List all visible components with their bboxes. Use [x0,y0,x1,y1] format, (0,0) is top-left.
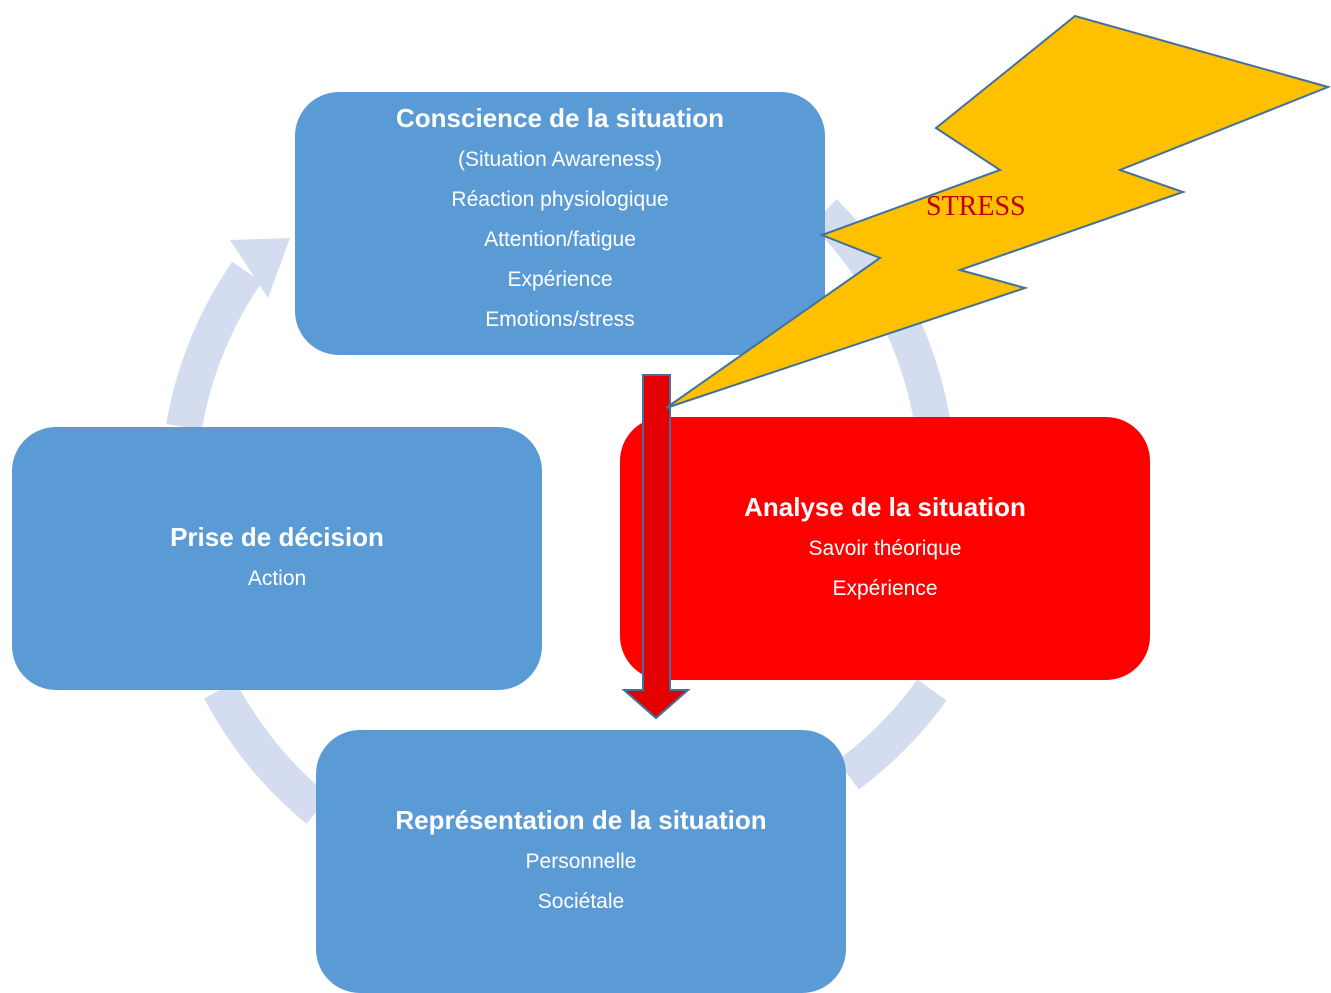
node-line: Expérience [832,576,938,600]
down-arrow [621,374,691,720]
node-line: (Situation Awareness) [458,148,662,171]
node-line: Personnelle [525,849,637,873]
node-line: Emotions/stress [485,308,635,331]
node-title: Analyse de la situation [744,491,1026,522]
lightning-bolt-icon [665,14,1331,409]
cycle-arc-bottom-left [204,681,330,824]
node-line: Sociétale [537,889,625,913]
cycle-arrowhead-top [230,238,290,298]
node-line: Réaction physiologique [451,188,669,211]
node-line: Expérience [507,268,613,291]
node-line: Attention/fatigue [484,228,636,251]
node-title: Représentation de la situation [395,804,767,835]
node-title: Prise de décision [170,521,384,552]
node-title: Conscience de la situation [396,103,724,133]
node-decision-making: Prise de décision Action [12,427,542,690]
cycle-arc-right-bottom [837,679,947,790]
node-situation-analysis: Analyse de la situation Savoir théorique… [620,417,1150,680]
node-line: Savoir théorique [808,536,962,560]
node-situation-awareness: Conscience de la situation (Situation Aw… [295,92,825,355]
node-line: Action [247,566,307,590]
cycle-arc-left-top [166,261,262,431]
node-situation-representation: Représentation de la situation Personnel… [316,730,846,993]
stress-label: STRESS [926,191,1026,222]
